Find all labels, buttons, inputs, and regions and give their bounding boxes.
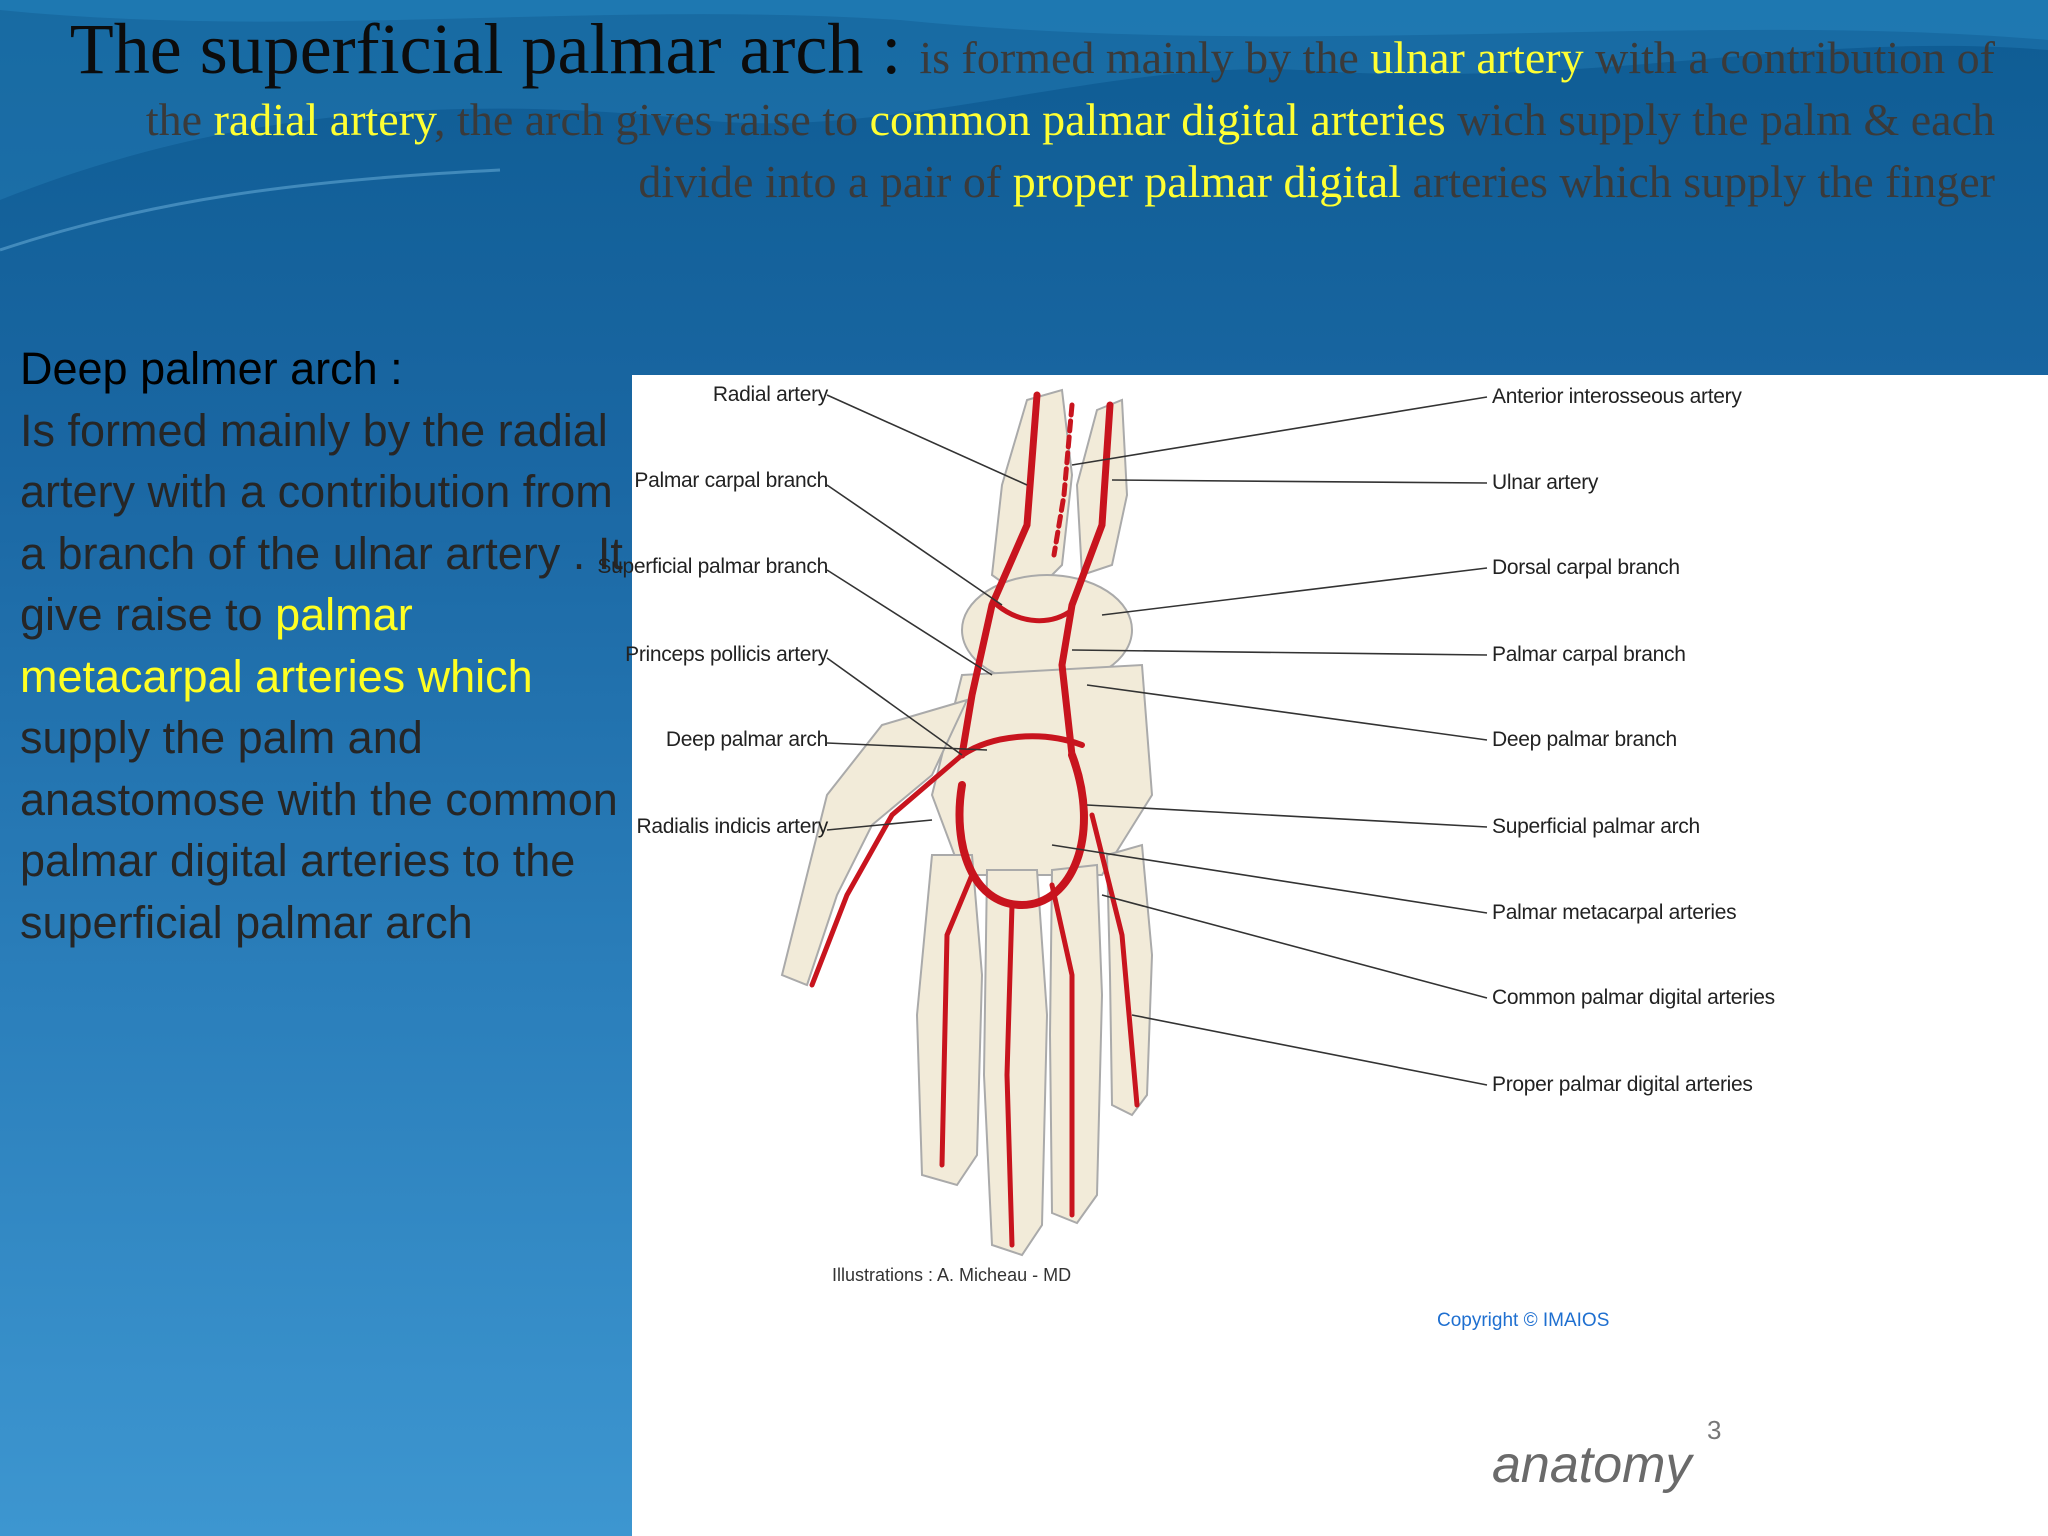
heading-text-5: arteries which supply the finger <box>1401 156 1995 207</box>
ulnar-artery-vessel <box>1058 401 1114 759</box>
deep-arch-paragraph: Deep palmer arch : Is formed mainly by t… <box>20 338 630 953</box>
heading-highlight-radial: radial artery <box>213 94 435 145</box>
middle-finger <box>982 869 1049 1257</box>
heading-text-2: with a contribution of the <box>145 32 1995 145</box>
heading-text-3: , the arch gives raise to <box>434 94 870 145</box>
label-palmar-carpal-branch-left: Palmar carpal branch <box>634 469 828 492</box>
label-palmar-carpal-branch-right: Palmar carpal branch <box>1492 643 1686 666</box>
little-finger <box>1105 843 1154 1117</box>
leader-lines <box>826 394 1488 1086</box>
deep-arch-highlight: palmar metacarpal arteries which <box>20 589 533 702</box>
common-digital-vessel-3 <box>1049 882 1075 1218</box>
label-superficial-palmar-arch: Superficial palmar arch <box>1492 815 1700 838</box>
label-deep-palmar-arch: Deep palmar arch <box>665 728 828 751</box>
index-finger <box>915 854 984 1187</box>
label-anterior-interosseous-artery: Anterior interosseous artery <box>1492 385 1742 408</box>
heading-title: The superficial palmar arch <box>69 9 864 89</box>
heading-text-1: is formed mainly by the <box>919 32 1371 83</box>
header-wave-decoration <box>0 0 2048 252</box>
heading-highlight-proper: proper palmar digital <box>1012 156 1402 207</box>
deep-arch-title: Deep palmer arch : <box>20 343 403 394</box>
princeps-pollicis-vessel <box>809 752 965 988</box>
deep-arch-text-2: supply the palm and anastomose with the … <box>20 712 618 948</box>
common-digital-vessel-1 <box>939 872 975 1168</box>
label-deep-palmar-branch: Deep palmar branch <box>1492 728 1677 751</box>
ring-finger <box>1048 863 1104 1225</box>
label-proper-palmar-digital-arteries: Proper palmar digital arteries <box>1492 1073 1753 1096</box>
e-anatomy-logo-superscript: 3 <box>1707 1415 1722 1445</box>
label-radialis-indicis-artery: Radialis indicis artery <box>636 815 828 838</box>
hand-artery-illustration: Radial artery Palmar carpal branch Super… <box>597 375 2048 1536</box>
thumb-bones <box>780 698 969 987</box>
heading-text-4: wich supply the palm & each divide into … <box>638 94 1995 207</box>
label-dorsal-carpal-branch: Dorsal carpal branch <box>1492 556 1680 579</box>
radial-artery-vessel <box>958 391 1041 759</box>
palm-shape <box>930 663 1154 876</box>
common-digital-vessel-2 <box>1004 902 1015 1248</box>
copyright-text: Copyright © IMAIOS <box>1437 1310 1610 1331</box>
common-digital-vessel-4 <box>1089 812 1140 1108</box>
label-ulnar-artery: Ulnar artery <box>1492 471 1599 494</box>
heading-highlight-ulnar: ulnar artery <box>1370 32 1584 83</box>
heading-highlight-common: common palmar digital arteries <box>869 94 1446 145</box>
label-palmar-metacarpal-arteries: Palmar metacarpal arteries <box>1492 901 1737 924</box>
slide-heading: The superficial palmar arch : is formed … <box>60 13 1995 213</box>
palmar-carpal-vessel <box>994 602 1075 624</box>
label-common-palmar-digital-arteries: Common palmar digital arteries <box>1492 986 1775 1009</box>
label-superficial-palmar-branch: Superficial palmar branch <box>597 555 828 578</box>
label-princeps-pollicis-artery: Princeps pollicis artery <box>625 643 828 666</box>
label-radial-artery: Radial artery <box>712 383 828 406</box>
deep-arch-text-1: Is formed mainly by the radial artery wi… <box>20 404 623 641</box>
e-anatomy-logo: anatomy <box>1492 1436 1692 1494</box>
illustration-credit: Illustrations : A. Micheau - MD <box>832 1265 1072 1285</box>
anterior-interosseous-vessel <box>1051 402 1075 558</box>
superficial-palmar-arch-vessel <box>955 751 1088 910</box>
hand-diagram-svg <box>780 388 1488 1257</box>
heading-colon: : <box>863 9 920 89</box>
